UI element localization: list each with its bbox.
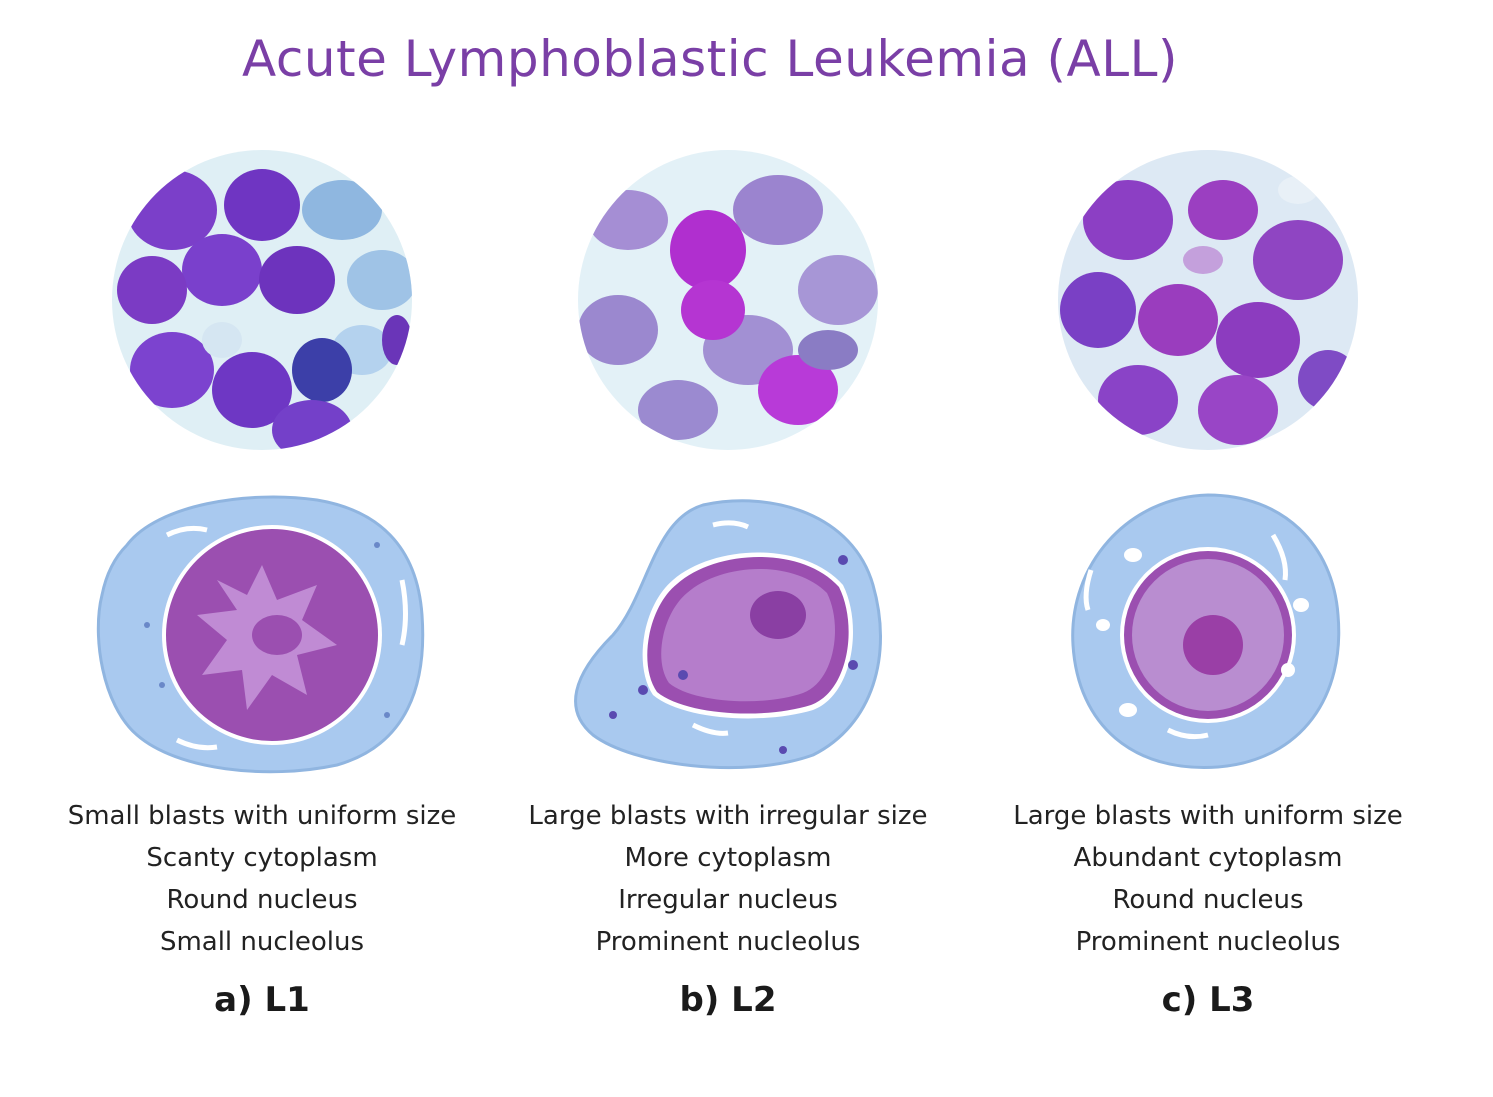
- description-line: More cytoplasm: [624, 843, 832, 873]
- description-line: Small blasts with uniform size: [67, 801, 457, 831]
- panel-l2: Large blasts with irregular size More cy…: [493, 140, 963, 1040]
- panel-l1: Small blasts with uniform size Scanty cy…: [27, 140, 497, 1040]
- blood-smear-l3-image: [1058, 150, 1358, 450]
- description-l1: Small blasts with uniform size Scanty cy…: [27, 795, 497, 963]
- cell-l2-diagram: [553, 485, 903, 775]
- description-l2: Large blasts with irregular size More cy…: [493, 795, 963, 963]
- description-line: Prominent nucleolus: [1075, 927, 1341, 957]
- description-l3: Large blasts with uniform size Abundant …: [973, 795, 1443, 963]
- description-line: Large blasts with irregular size: [528, 801, 928, 831]
- description-line: Round nucleus: [166, 885, 358, 915]
- description-line: Large blasts with uniform size: [1013, 801, 1403, 831]
- cell-l3-diagram: [1033, 485, 1383, 775]
- panel-label-l3: c) L3: [1161, 980, 1255, 1020]
- blood-smear-l2-image: [578, 150, 878, 450]
- description-line: Small nucleolus: [159, 927, 365, 957]
- panel-l3: Large blasts with uniform size Abundant …: [973, 140, 1443, 1040]
- page-title: Acute Lymphoblastic Leukemia (ALL): [242, 30, 1178, 88]
- description-line: Scanty cytoplasm: [146, 843, 378, 873]
- cell-l1-diagram: [87, 485, 437, 775]
- panel-label-l1: a) L1: [214, 980, 310, 1020]
- panel-label-l2: b) L2: [679, 980, 777, 1020]
- blood-smear-l1-image: [112, 150, 412, 450]
- description-line: Prominent nucleolus: [595, 927, 861, 957]
- description-line: Abundant cytoplasm: [1073, 843, 1343, 873]
- description-line: Round nucleus: [1112, 885, 1304, 915]
- description-line: Irregular nucleus: [618, 885, 838, 915]
